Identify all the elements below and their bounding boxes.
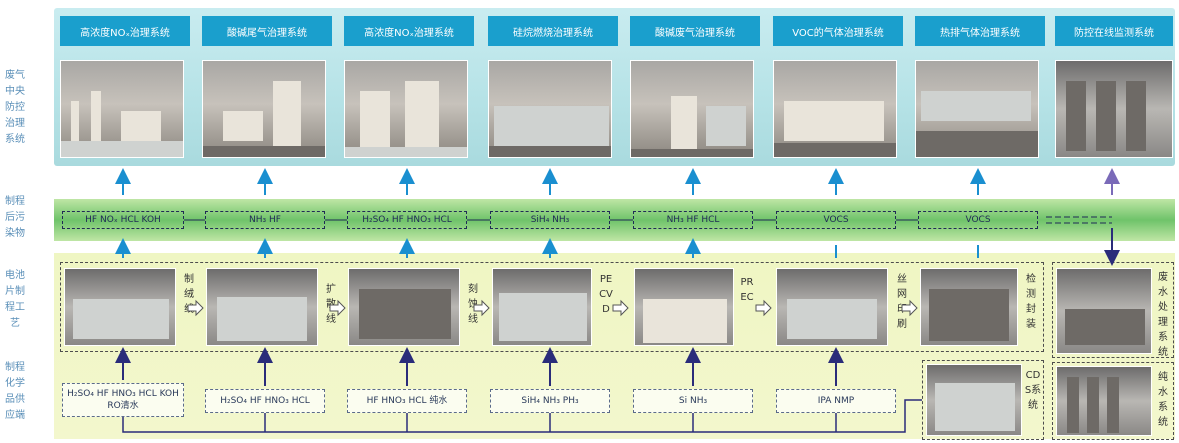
process-label-3: PECVD [599, 274, 613, 315]
process-photo-5 [776, 268, 888, 346]
system-photo-0 [60, 60, 184, 158]
system-title-2: 高浓度NOₓ治理系统 [344, 16, 474, 46]
process-photo-3 [492, 268, 592, 346]
chemical-2: HF HNO₃ HCL 纯水 [347, 389, 467, 413]
pure-water-label: 纯水系统 [1158, 372, 1168, 428]
cds-photo [926, 364, 1022, 436]
pollutant-4: NH₃ HF HCL [633, 211, 753, 229]
pollutant-5: VOCS [776, 211, 896, 229]
system-photo-1 [202, 60, 326, 158]
wastewater-label: 废水处理系统 [1158, 272, 1168, 358]
process-photo-4 [634, 268, 734, 346]
process-photo-0 [64, 268, 176, 346]
chemical-4: Si NH₃ [633, 389, 753, 413]
row-label-waste-gas: 废气中央防控治理系统 [5, 70, 25, 145]
process-photo-6 [920, 268, 1018, 346]
process-photo-1 [206, 268, 318, 346]
cds-label: CDS系统 [1024, 370, 1042, 411]
pure-water-group [1052, 362, 1174, 440]
process-photo-2 [348, 268, 460, 346]
wastewater-photo [1056, 268, 1152, 354]
system-title-0: 高浓度NOₓ治理系统 [60, 16, 190, 46]
process-label-6: 检测封装 [1026, 274, 1036, 330]
pollutant-1: NH₃ HF [205, 211, 325, 229]
pollutant-2: H₂SO₄ HF HNO₃ HCL [347, 211, 467, 229]
system-title-4: 酸碱废气治理系统 [630, 16, 760, 46]
system-photo-5 [773, 60, 897, 158]
system-title-7: 防控在线监测系统 [1055, 16, 1173, 46]
system-photo-3 [488, 60, 612, 158]
cds-group [922, 360, 1044, 440]
system-title-1: 酸碱尾气治理系统 [202, 16, 332, 46]
chemical-0: H₂SO₄ HF HNO₃ HCL KOH RO清水 [62, 383, 184, 417]
chemical-1: H₂SO₄ HF HNO₃ HCL [205, 389, 325, 413]
pollutant-0: HF NOₓ HCL KOH [62, 211, 184, 229]
process-label-4: PREC [740, 277, 754, 303]
row-label-pollutants: 制程后污染物 [5, 196, 25, 239]
system-photo-2 [344, 60, 468, 158]
row-label-cell-process: 电池片制程工艺 [5, 270, 25, 329]
process-label-2: 刻蚀线 [468, 284, 478, 325]
pure-water-photo [1056, 366, 1152, 436]
chemical-3: SiH₄ NH₃ PH₃ [490, 389, 610, 413]
system-photo-4 [630, 60, 754, 158]
system-photo-6 [915, 60, 1039, 158]
system-title-6: 热排气体治理系统 [915, 16, 1045, 46]
system-photo-7 [1055, 60, 1173, 158]
chemical-5: IPA NMP [776, 389, 896, 413]
pollutant-6: VOCS [918, 211, 1038, 229]
system-title-3: 硅烷燃烧治理系统 [488, 16, 618, 46]
system-title-5: VOC的气体治理系统 [773, 16, 903, 46]
row-label-chemicals: 制程化学品供应端 [5, 362, 25, 421]
pollutant-3: SiH₄ NH₃ [490, 211, 610, 229]
